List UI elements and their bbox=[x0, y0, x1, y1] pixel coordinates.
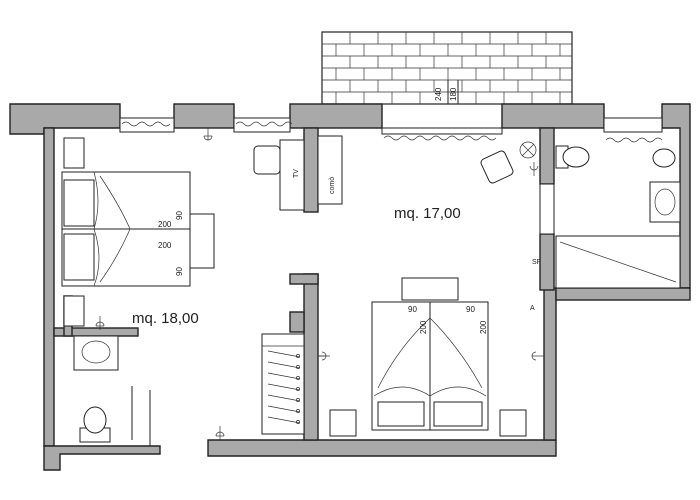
top-wall-left bbox=[9, 103, 121, 135]
central-partition-cap bbox=[289, 273, 319, 285]
right-bed-width-right: 90 bbox=[466, 305, 475, 314]
right-pillow-right bbox=[433, 401, 483, 427]
bottom-wall-right bbox=[207, 439, 557, 457]
heater-fan bbox=[519, 141, 537, 159]
central-partition-top bbox=[303, 127, 319, 213]
shower-tag: SF bbox=[532, 259, 541, 266]
right-lower-wall bbox=[543, 287, 557, 441]
right-nightstand-left bbox=[329, 409, 357, 437]
right-nightstand-right bbox=[499, 409, 527, 437]
top-wall-pillar-2 bbox=[289, 103, 383, 129]
windows bbox=[119, 117, 663, 143]
left-pillow-bottom bbox=[63, 233, 95, 281]
left-wall bbox=[43, 127, 55, 447]
top-wall-pillar-3 bbox=[501, 103, 605, 129]
left-washbasin bbox=[73, 335, 119, 371]
left-bathroom bbox=[73, 335, 151, 446]
terrace-dim-outer: 240 bbox=[434, 87, 443, 101]
dresser-label: comò bbox=[329, 177, 336, 194]
right-ledge bbox=[555, 287, 691, 301]
right-bedroom: 90 90 200 200 mq. 17,00 bbox=[329, 150, 527, 437]
armchair bbox=[480, 150, 514, 184]
wardrobe bbox=[261, 333, 305, 435]
left-bed-width-bottom: 90 bbox=[175, 267, 184, 276]
desk-chair bbox=[253, 145, 281, 175]
left-bedroom: 90 200 200 90 TV comò mq. 18,00 bbox=[61, 135, 343, 327]
bidet bbox=[652, 148, 676, 168]
right-toilet bbox=[562, 146, 590, 168]
tv-label: TV bbox=[293, 169, 300, 178]
bathroom-wall-lower bbox=[539, 233, 555, 291]
right-bathroom: SF A bbox=[519, 141, 681, 312]
dresser bbox=[317, 135, 343, 205]
bathroom-wall bbox=[539, 127, 555, 185]
right-bed-width-left: 90 bbox=[408, 305, 417, 314]
right-bed-length-right: 200 bbox=[479, 320, 488, 334]
right-pillow-left bbox=[377, 401, 425, 427]
left-bed-width-top: 90 bbox=[175, 211, 184, 220]
left-desk bbox=[189, 213, 215, 269]
right-headboard bbox=[401, 277, 459, 301]
sink-tag: A bbox=[530, 305, 535, 312]
socket-symbols bbox=[95, 128, 544, 440]
right-bed-length-left: 200 bbox=[419, 320, 428, 334]
nightstand-top bbox=[63, 137, 85, 169]
left-room-area: mq. 18,00 bbox=[132, 310, 199, 327]
right-washbasin bbox=[649, 181, 681, 223]
tv-cabinet bbox=[279, 139, 305, 211]
bottom-wall-left bbox=[43, 445, 161, 471]
left-bed-length-top: 200 bbox=[158, 220, 172, 229]
nightstand-bottom bbox=[63, 295, 85, 327]
wardrobe-stub bbox=[289, 311, 305, 333]
terrace-dim-inner: 180 bbox=[449, 87, 458, 101]
left-pillow-top bbox=[63, 179, 95, 227]
left-bed-length-bottom: 200 bbox=[158, 241, 172, 250]
left-toilet bbox=[83, 406, 107, 434]
right-room-area: mq. 17,00 bbox=[394, 205, 461, 222]
terrace: 240 180 bbox=[321, 31, 573, 105]
right-bath-cabinet bbox=[539, 183, 555, 235]
walls bbox=[9, 103, 691, 471]
central-partition-bottom bbox=[303, 273, 319, 441]
top-wall-pillar-1 bbox=[173, 103, 235, 129]
